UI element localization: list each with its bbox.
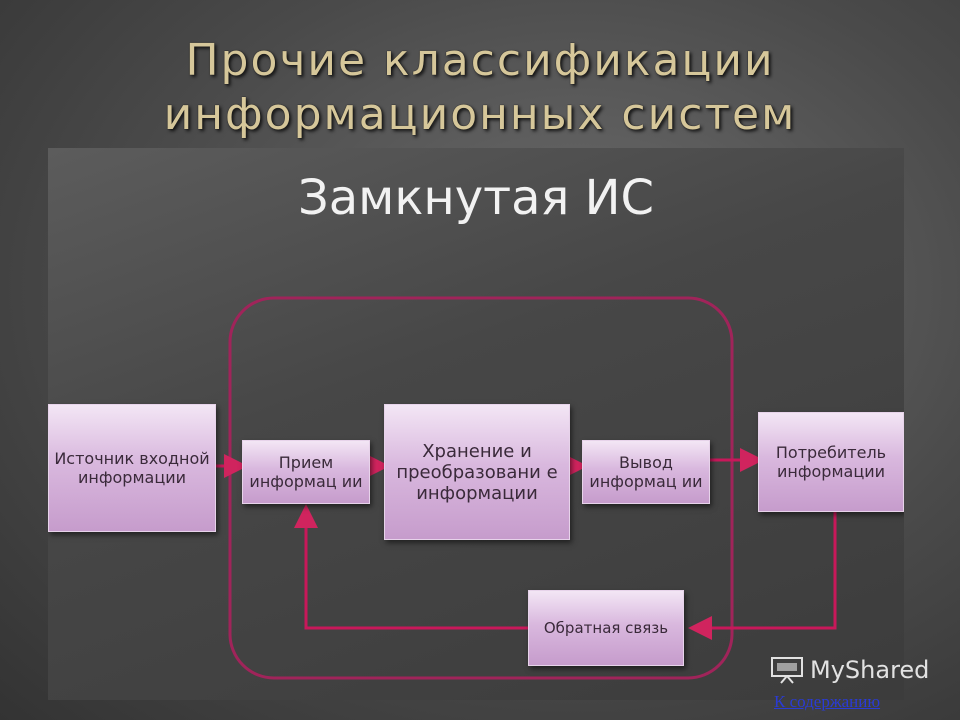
- arrow-consumer-to-feedback: [688, 512, 837, 640]
- diagram-connectors: [216, 296, 837, 680]
- node-receive: Прием информац ии: [242, 440, 370, 504]
- node-store: Хранение и преобразовани е информации: [384, 404, 570, 540]
- watermark-text: MyShared: [810, 656, 930, 684]
- node-output: Вывод информац ии: [582, 440, 710, 504]
- node-source-label: Источник входной информации: [54, 449, 210, 487]
- slide-title-line-1: Прочие классификации: [185, 35, 775, 86]
- system-boundary: [228, 296, 734, 680]
- node-output-label: Вывод информац ии: [589, 453, 703, 491]
- node-consumer-label: Потребитель информации: [775, 443, 887, 481]
- presentation-icon: [771, 657, 803, 684]
- node-store-label: Хранение и преобразовани е информации: [396, 440, 558, 504]
- watermark: MyShared: [770, 656, 929, 684]
- slide-title: Прочие классификации информационных сист…: [0, 34, 960, 142]
- slide-title-line-2: информационных систем: [163, 89, 797, 140]
- contents-link[interactable]: К содержанию: [774, 692, 881, 711]
- arrow-feedback-to-receive: [294, 504, 528, 630]
- diagram-panel: Замкнутая ИС Источник входной информации…: [48, 148, 904, 700]
- node-feedback-label: Обратная связь: [543, 619, 669, 637]
- node-receive-label: Прием информац ии: [249, 453, 363, 491]
- node-source: Источник входной информации: [48, 404, 216, 532]
- node-feedback: Обратная связь: [528, 590, 684, 666]
- diagram-title: Замкнутая ИС: [297, 170, 655, 226]
- node-consumer: Потребитель информации: [758, 412, 904, 512]
